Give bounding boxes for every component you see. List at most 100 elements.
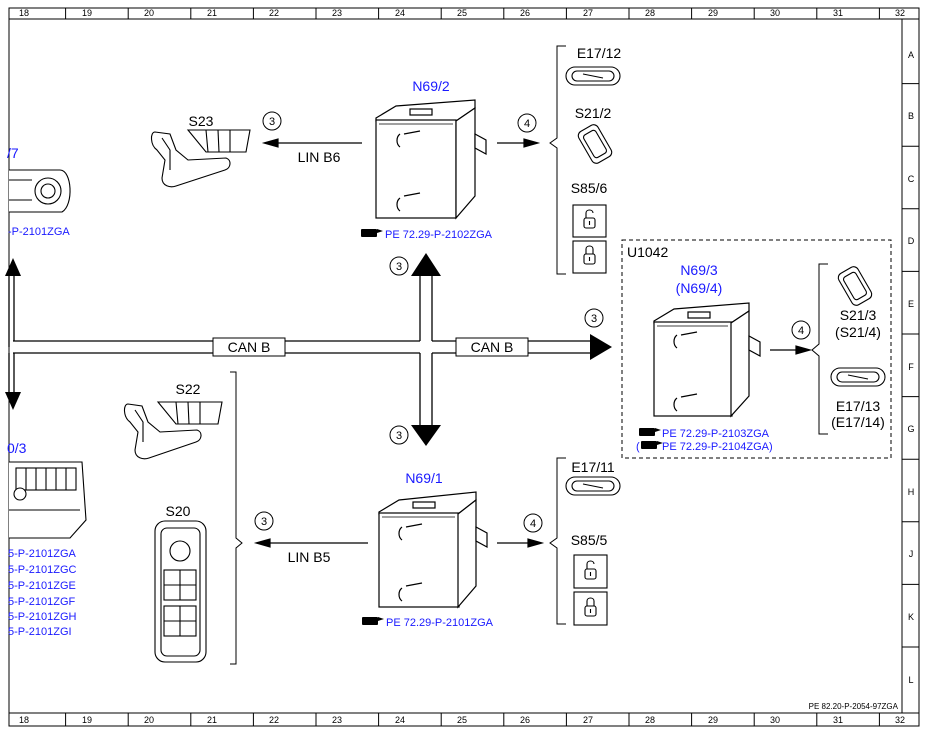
partial-ref: 5-P-2101ZGF	[8, 596, 76, 608]
column-labels-bottom: 18 19 20 21 22 23 24 25 26 27 28 29 30 3…	[19, 715, 905, 725]
partial-ref: 5-P-2101ZGA	[8, 548, 77, 560]
row-label: H	[908, 487, 915, 497]
row-label: G	[907, 424, 914, 434]
arrow-down-icon	[411, 425, 441, 446]
s23-label: S23	[189, 113, 214, 129]
svg-text:4: 4	[530, 518, 536, 530]
left-bottom-partial-label: 0/3	[7, 440, 27, 456]
col-label: 24	[395, 8, 405, 18]
n69-2-ref[interactable]: PE 72.29-P-2102ZGA	[361, 229, 493, 241]
col-label: 29	[708, 8, 718, 18]
n69-1-name: N69/1	[405, 470, 443, 486]
svg-text:CAN B: CAN B	[228, 339, 271, 355]
s20-switch-panel	[154, 520, 207, 663]
svg-text:3: 3	[269, 116, 275, 128]
lock-icon	[583, 245, 596, 265]
svg-text:PE 72.29-P-2104ZGA): PE 72.29-P-2104ZGA)	[662, 441, 773, 453]
row-label: E	[908, 299, 914, 309]
n69-3-name: N69/3	[680, 262, 718, 278]
circle-marker-labels: 3 4 3 3 3 4 3 4	[261, 116, 804, 530]
col-label: 32	[895, 8, 905, 18]
s22-seat-switch	[123, 401, 223, 460]
n69-3-ref[interactable]: PE 72.29-P-2103ZGA	[639, 428, 770, 440]
can-arrowheads	[5, 253, 612, 446]
s22-label: S22	[176, 381, 201, 397]
left-bottom-partial-refs: 5-P-2101ZGA 5-P-2101ZGC 5-P-2101ZGE 5-P-…	[8, 548, 77, 638]
col-label: 25	[457, 715, 467, 725]
reference-hand-icon	[361, 229, 383, 237]
e17-12-label: E17/12	[577, 45, 622, 61]
e17-13-label: E17/13	[836, 398, 881, 414]
row-labels: A B C D E F G H J K L	[907, 50, 914, 685]
col-label: 28	[645, 8, 655, 18]
n69-2-name: N69/2	[412, 78, 450, 94]
e17-12-lamp	[565, 66, 621, 86]
row-label: K	[908, 612, 914, 622]
s21-2-label: S21/2	[575, 105, 612, 121]
column-labels-top: 18 19 20 21 22 23 24 25 26 27 28 29 30 3…	[19, 8, 905, 18]
s85-5-label: S85/5	[571, 532, 608, 548]
reference-hand-icon	[641, 441, 663, 449]
circle-markers	[254, 111, 811, 533]
left-top-control-unit	[9, 169, 71, 213]
svg-text:PE 72.29-P-2103ZGA: PE 72.29-P-2103ZGA	[662, 428, 770, 440]
s21-3-switch	[837, 266, 873, 306]
arrow-up-icon	[411, 253, 441, 276]
reference-hand-icon	[362, 617, 384, 625]
col-label: 19	[82, 8, 92, 18]
arrow-right-icon	[590, 334, 612, 360]
col-label: 25	[457, 8, 467, 18]
left-top-partial-ref: -P-2101ZGA	[8, 226, 70, 238]
partial-ref: 5-P-2101ZGH	[8, 611, 77, 623]
grid-frame	[8, 7, 920, 727]
partial-ref: 5-P-2101ZGE	[8, 580, 76, 592]
col-label: 31	[833, 715, 843, 725]
s21-3-label: S21/3	[840, 307, 877, 323]
row-label: A	[908, 50, 914, 60]
e17-14-label: (E17/14)	[831, 414, 885, 430]
unlock-icon	[583, 209, 596, 229]
row-label: D	[908, 236, 915, 246]
col-label: 20	[144, 715, 154, 725]
col-label: 23	[332, 715, 342, 725]
signal-arrows	[253, 138, 813, 548]
col-label: 29	[708, 715, 718, 725]
svg-text:3: 3	[261, 516, 267, 528]
svg-text:PE 72.29-P-2102ZGA: PE 72.29-P-2102ZGA	[385, 229, 493, 241]
col-label: 21	[207, 8, 217, 18]
module-n69-3	[653, 302, 761, 418]
col-label: 19	[82, 715, 92, 725]
col-label: 24	[395, 715, 405, 725]
s21-4-label: (S21/4)	[835, 324, 881, 340]
lin-b6-label: LIN B6	[298, 149, 341, 165]
svg-text:4: 4	[524, 118, 530, 130]
module-n69-1	[378, 491, 488, 609]
col-label: 31	[833, 8, 843, 18]
can-label-right: CAN B	[455, 337, 529, 357]
unlock-icon	[584, 560, 597, 580]
row-label: C	[908, 174, 915, 184]
footer-code: PE 82.20-P-2054-97ZGA	[809, 702, 899, 711]
n69-1-ref[interactable]: PE 72.29-P-2101ZGA	[362, 617, 494, 629]
svg-text:CAN B: CAN B	[471, 339, 514, 355]
col-label: 27	[583, 8, 593, 18]
col-label: 20	[144, 8, 154, 18]
col-label: 28	[645, 715, 655, 725]
e17-11-lamp	[565, 476, 621, 496]
col-label: 30	[770, 715, 780, 725]
n69-4-ref[interactable]: ( PE 72.29-P-2104ZGA)	[636, 441, 773, 453]
lin-b5-label: LIN B5	[288, 549, 331, 565]
left-bottom-control-unit	[9, 461, 87, 539]
u1042-boundary	[621, 239, 892, 459]
s21-2-switch	[577, 124, 613, 164]
svg-text:3: 3	[591, 313, 597, 325]
module-n69-2	[375, 99, 487, 220]
partial-ref: 5-P-2101ZGC	[8, 564, 77, 576]
s23-seat-switch	[150, 129, 251, 188]
col-label: 22	[269, 715, 279, 725]
lock-icon	[584, 597, 597, 617]
row-label: F	[908, 362, 914, 372]
col-label: 22	[269, 8, 279, 18]
s85-6-label: S85/6	[571, 180, 608, 196]
